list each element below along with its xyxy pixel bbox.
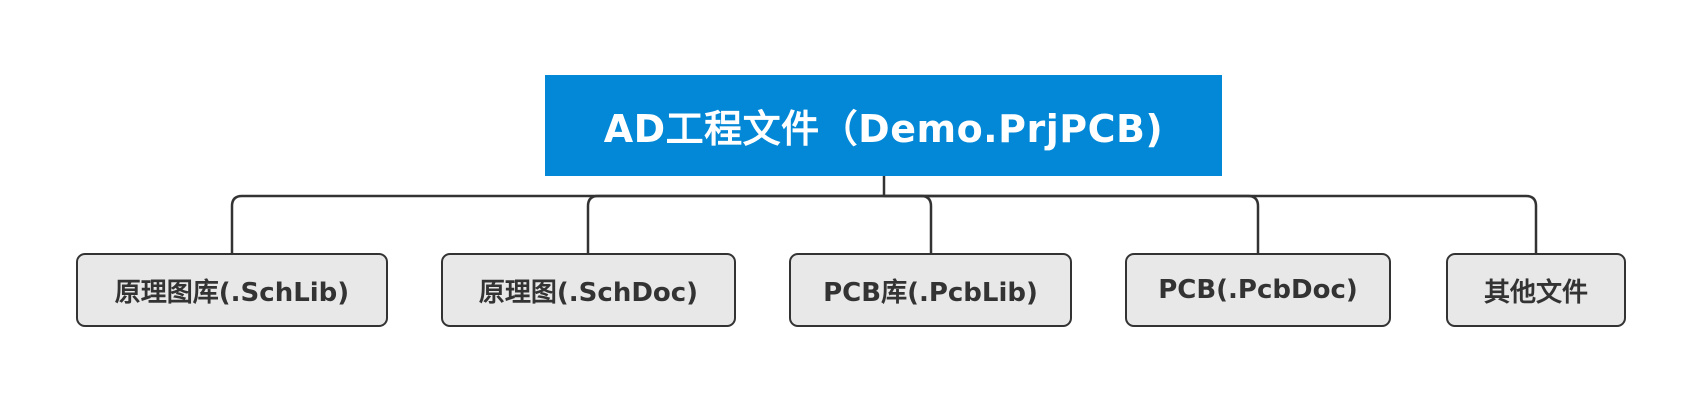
child-node-other-files: 其他文件 xyxy=(1446,253,1626,327)
child-node-label: PCB(.PcbDoc) xyxy=(1158,275,1358,305)
child-node-pcbdoc: PCB(.PcbDoc) xyxy=(1125,253,1391,327)
child-node-pcblib: PCB库(.PcbLib) xyxy=(789,253,1072,327)
child-node-label: 原理图库(.SchLib) xyxy=(114,277,350,308)
child-node-label: 其他文件 xyxy=(1483,277,1588,308)
child-node-label: PCB库(.PcbLib) xyxy=(823,277,1038,308)
connector-to-pcbdoc xyxy=(884,194,1260,253)
child-node-schlib: 原理图库(.SchLib) xyxy=(76,253,388,327)
child-node-label: 原理图(.SchDoc) xyxy=(478,277,699,308)
root-node-label: AD工程文件（Demo.PrjPCB) xyxy=(603,107,1164,151)
connector-to-schdoc xyxy=(586,194,884,253)
root-node-project-file: AD工程文件（Demo.PrjPCB) xyxy=(545,75,1222,176)
connector-to-schlib xyxy=(230,194,884,253)
connector-to-pcblib xyxy=(884,194,933,253)
connector-to-other-files xyxy=(884,194,1538,253)
child-node-schdoc: 原理图(.SchDoc) xyxy=(441,253,736,327)
